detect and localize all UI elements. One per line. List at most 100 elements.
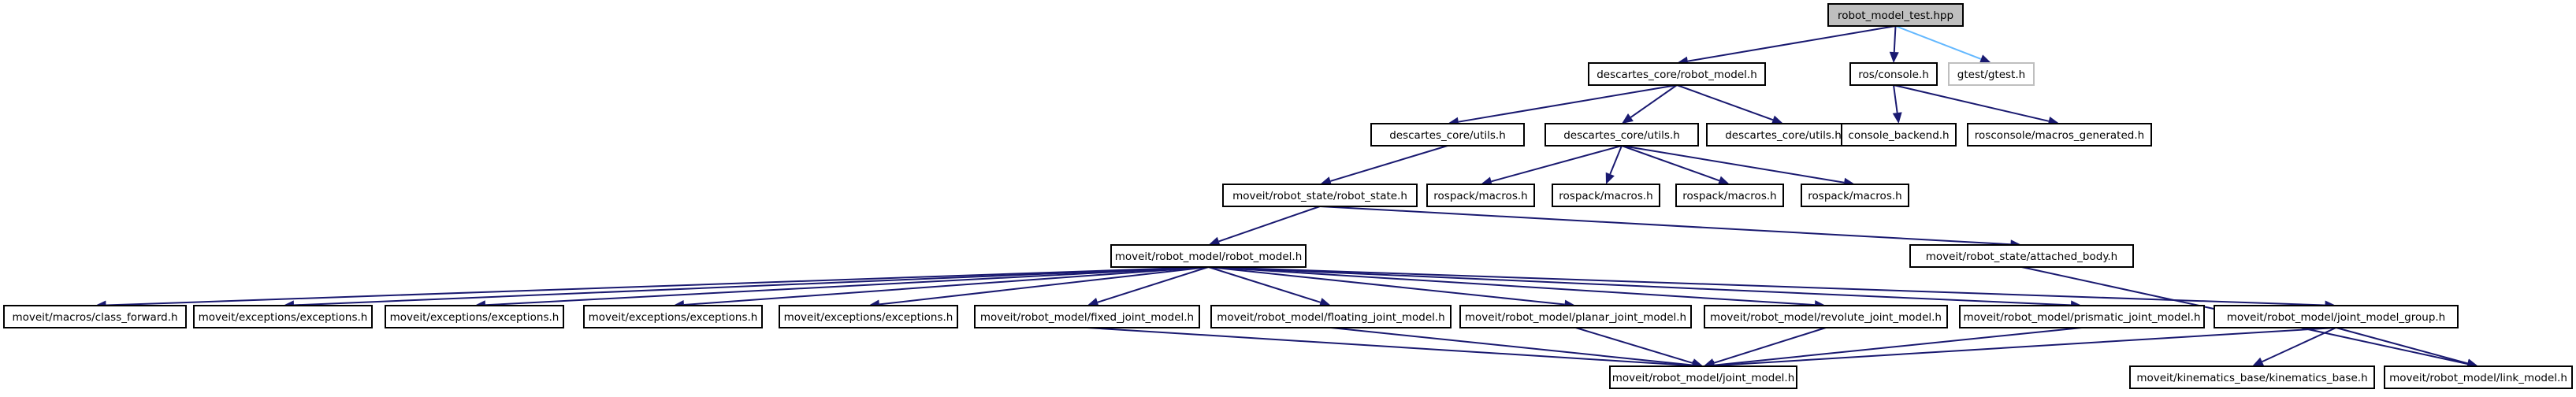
node-box (1827, 3, 1964, 27)
node-box (1849, 62, 1938, 86)
node-utils_a[interactable]: descartes_core/utils.h (1370, 123, 1525, 147)
arrowhead-icon (1979, 54, 1991, 64)
edge-line (1208, 266, 1816, 306)
node-box (1552, 184, 1660, 207)
edge-line (485, 266, 1209, 306)
arrowhead-icon (1889, 51, 1899, 63)
node-gtest[interactable]: gtest/gtest.h (1948, 62, 2035, 86)
arrowhead-icon (2252, 357, 2265, 366)
edge-utils_b-to-rospack4 (1621, 145, 1855, 187)
node-box (1210, 305, 1452, 328)
node-exc2[interactable]: moveit/exceptions/exceptions.h (385, 305, 564, 328)
node-box (583, 305, 763, 328)
edge-line (293, 266, 1209, 306)
edge-line (1208, 266, 1565, 306)
node-label: moveit/exceptions/exceptions.h (784, 311, 953, 324)
node-label: rospack/macros.h (1682, 190, 1776, 202)
node-class_forward[interactable]: moveit/macros/class_forward.h (3, 305, 187, 328)
edge-robot_state-to-robot_model (1208, 206, 1321, 247)
node-exc4[interactable]: moveit/exceptions/exceptions.h (779, 305, 958, 328)
node-label: moveit/robot_model/joint_model.h (1612, 372, 1795, 384)
node-rospack4[interactable]: rospack/macros.h (1801, 184, 1909, 207)
edge-line (1491, 145, 1623, 183)
node-robot_model[interactable]: moveit/robot_model/robot_model.h (1110, 244, 1307, 268)
edge-line (1895, 25, 1982, 60)
node-joint_model_group[interactable]: moveit/robot_model/joint_model_group.h (2214, 305, 2459, 328)
edge-line (1687, 25, 1896, 62)
node-utils_b[interactable]: descartes_core/utils.h (1544, 123, 1699, 147)
node-box (1704, 305, 1948, 328)
edge-line (1097, 266, 1209, 303)
edge-rm_h-to-utils_c (1676, 84, 1783, 124)
node-ros_console[interactable]: ros/console.h (1849, 62, 1938, 86)
edge-line (106, 266, 1209, 306)
edge-robot_state-to-attached_body (1319, 206, 2022, 250)
node-prismatic_joint[interactable]: moveit/robot_model/prismatic_joint_model… (1959, 305, 2205, 328)
node-label: moveit/robot_model/link_model.h (2389, 372, 2567, 384)
edge-utils_b-to-rospack2 (1605, 145, 1623, 184)
node-label: descartes_core/utils.h (1389, 129, 1506, 142)
node-kinematics_base[interactable]: moveit/kinematics_base/kinematics_base.h (2129, 365, 2375, 389)
edge-line (1714, 327, 2336, 367)
node-label: rospack/macros.h (1433, 190, 1527, 202)
node-box (2384, 365, 2573, 389)
edge-line (1621, 145, 1720, 182)
node-label: moveit/robot_model/prismatic_joint_model… (1963, 311, 2200, 324)
edge-line (1575, 327, 1693, 364)
arrowhead-icon (1892, 112, 1902, 124)
node-robot_state[interactable]: moveit/robot_state/robot_state.h (1222, 184, 1418, 207)
node-exc1[interactable]: moveit/exceptions/exceptions.h (193, 305, 373, 328)
edge-line (1330, 145, 1448, 182)
edge-line (1893, 84, 1898, 113)
edge-line (1208, 266, 2072, 306)
edge-line (1218, 206, 1321, 243)
node-label: console_backend.h (1848, 129, 1949, 142)
node-rosconsole_macros[interactable]: rosconsole/macros_generated.h (1967, 123, 2152, 147)
node-rospack1[interactable]: rospack/macros.h (1426, 184, 1535, 207)
node-box (1841, 123, 1957, 147)
node-label: descartes_core/utils.h (1563, 129, 1680, 142)
node-joint_model[interactable]: moveit/robot_model/joint_model.h (1609, 365, 1797, 389)
node-box (1588, 62, 1766, 86)
node-box (1222, 184, 1418, 207)
edge-rm_h-to-utils_b (1622, 84, 1678, 124)
node-utils_c[interactable]: descartes_core/utils.h (1706, 123, 1860, 147)
node-exc3[interactable]: moveit/exceptions/exceptions.h (583, 305, 763, 328)
edge-ros_console-to-console_backend (1892, 84, 1902, 124)
edge-line (1087, 327, 1693, 367)
node-box (1909, 244, 2134, 268)
edge-line (879, 266, 1209, 306)
node-floating_joint[interactable]: moveit/robot_model/floating_joint_model.… (1210, 305, 1452, 328)
node-console_backend[interactable]: console_backend.h (1841, 123, 1957, 147)
node-attached_body[interactable]: moveit/robot_state/attached_body.h (1909, 244, 2134, 268)
node-rospack2[interactable]: rospack/macros.h (1552, 184, 1660, 207)
node-box (1609, 365, 1797, 389)
edge-line (683, 266, 1209, 306)
node-box (1426, 184, 1535, 207)
edge-line (1630, 84, 1678, 118)
node-rospack3[interactable]: rospack/macros.h (1675, 184, 1784, 207)
edge-line (1893, 84, 2050, 122)
node-box (2214, 305, 2459, 328)
edge-utils_b-to-rospack3 (1621, 145, 1730, 185)
edge-line (1208, 266, 1321, 303)
edge-line (1676, 84, 1774, 121)
node-revolute_joint[interactable]: moveit/robot_model/revolute_joint_model.… (1704, 305, 1948, 328)
node-box (974, 305, 1200, 328)
arrowhead-icon (1208, 236, 1221, 247)
edge-robot_model-to-floating_joint (1208, 266, 1331, 307)
node-label: ros/console.h (1858, 69, 1929, 81)
edge-revolute_joint-to-joint_model (1703, 327, 1827, 368)
arrowhead-icon (1771, 115, 1783, 124)
edge-line (1208, 266, 2325, 306)
edge-robot_model-to-exc1 (283, 266, 1209, 310)
node-rm_h[interactable]: descartes_core/robot_model.h (1588, 62, 1766, 86)
node-label: moveit/robot_model/revolute_joint_model.… (1710, 311, 1942, 324)
node-planar_joint[interactable]: moveit/robot_model/planar_joint_model.h (1459, 305, 1692, 328)
node-link_model[interactable]: moveit/robot_model/link_model.h (2384, 365, 2573, 389)
node-box (193, 305, 373, 328)
node-fixed_joint[interactable]: moveit/robot_model/fixed_joint_model.h (974, 305, 1200, 328)
node-label: moveit/exceptions/exceptions.h (589, 311, 758, 324)
node-root: robot_model_test.hpp (1827, 3, 1964, 27)
arrowhead-icon (1622, 113, 1634, 124)
